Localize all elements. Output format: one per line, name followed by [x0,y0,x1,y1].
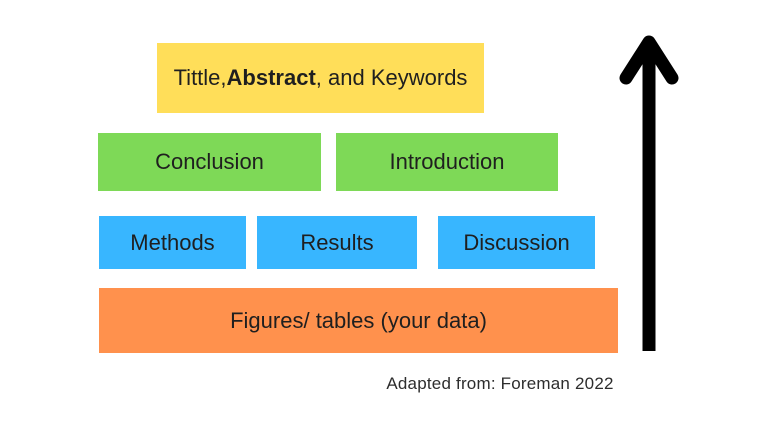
title-text-suffix: , and Keywords [315,65,468,90]
conclusion-box: Conclusion [98,133,321,191]
discussion-box: Discussion [438,216,595,269]
discussion-label: Discussion [463,229,570,255]
caption: Adapted from: Foreman 2022 [386,374,614,393]
title-abstract-keywords-box: Tittle, Abstract, and Keywords [157,43,484,113]
figures-tables-label: Figures/ tables (your data) [230,307,487,333]
results-box: Results [257,216,417,269]
results-label: Results [300,229,374,255]
conclusion-label: Conclusion [155,149,264,174]
title-text-prefix: Tittle, [173,65,227,90]
methods-box: Methods [99,216,246,269]
introduction-box: Introduction [336,133,558,191]
title-text-bold: Abstract [226,65,316,90]
methods-label: Methods [130,229,215,255]
up-arrow-icon [619,35,679,351]
introduction-label: Introduction [389,149,505,174]
figures-tables-box: Figures/ tables (your data) [99,288,618,353]
